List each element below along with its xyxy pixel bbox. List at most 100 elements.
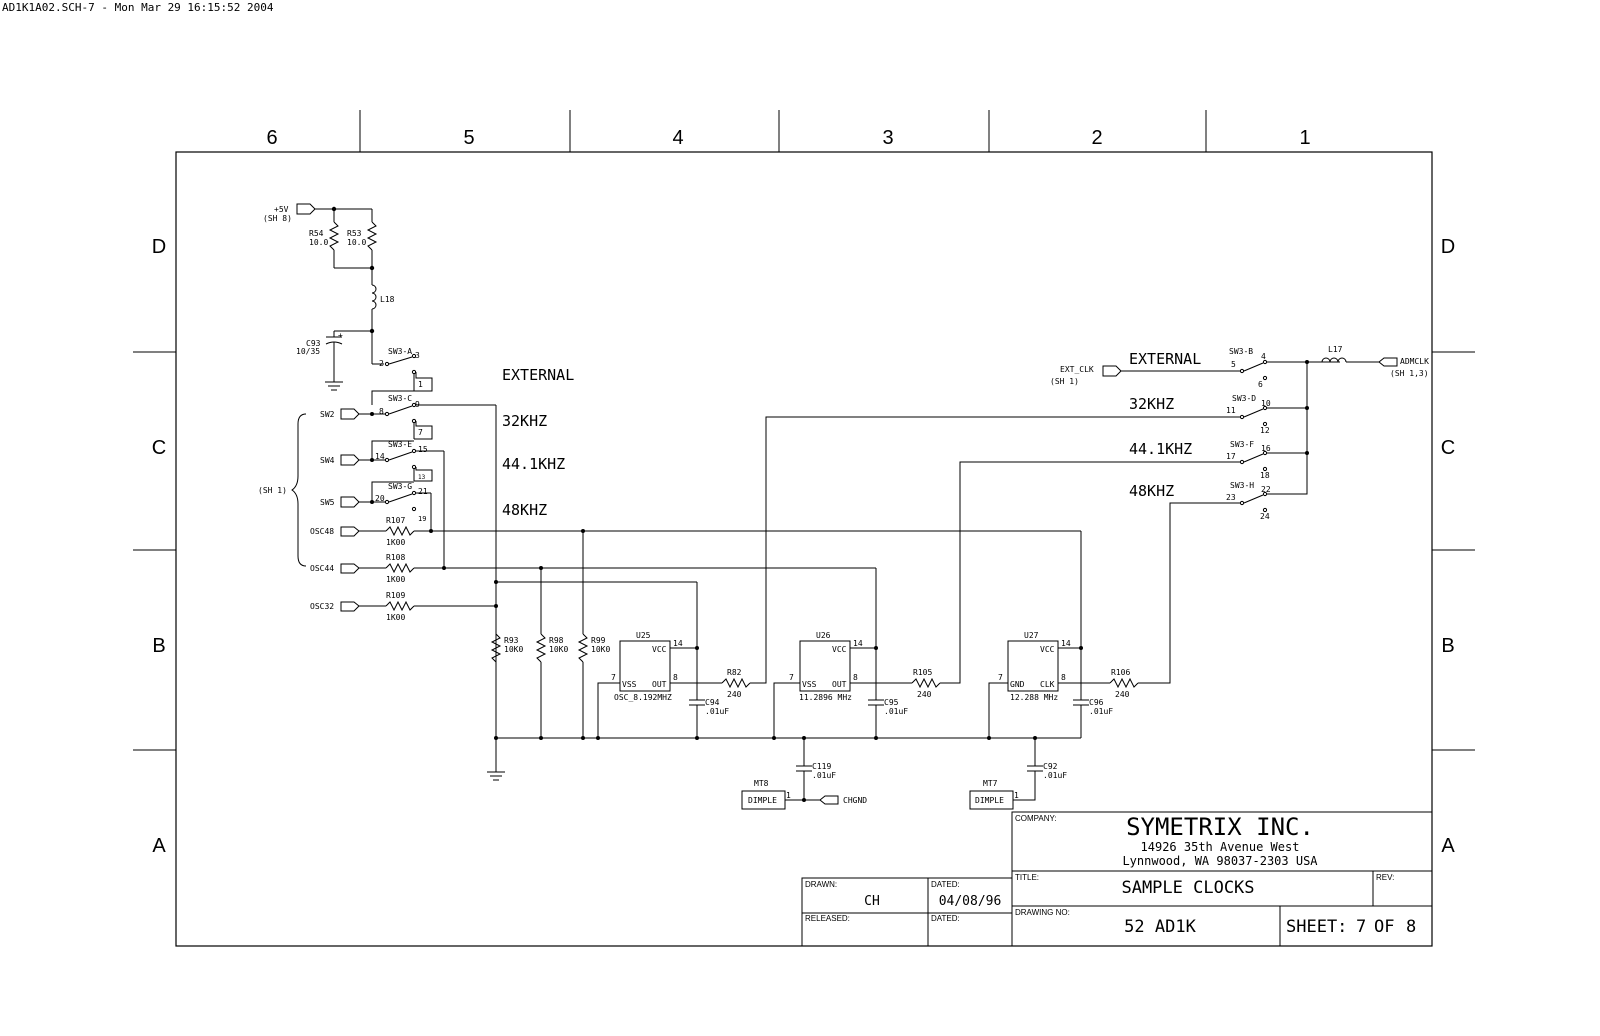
u27-label: U27 xyxy=(1024,631,1039,640)
drawing-number: 52 AD1K xyxy=(1124,917,1196,937)
r108-label: R108 xyxy=(386,553,405,562)
company-address-2: Lynnwood, WA 98037-2303 USA xyxy=(1122,854,1318,868)
label-44khz: 44.1KHZ xyxy=(502,455,565,473)
pin-vcc: VCC xyxy=(652,645,667,654)
dated-label: DATED: xyxy=(931,914,960,923)
r109-value: 1K00 xyxy=(386,613,405,622)
port-sw4-label: SW4 xyxy=(320,456,335,465)
drawing-title: SAMPLE CLOCKS xyxy=(1121,878,1254,898)
drawn-label: DRAWN: xyxy=(805,880,837,889)
title-label: TITLE: xyxy=(1015,873,1039,882)
port-ext-clk-label: EXT_CLK xyxy=(1060,365,1094,374)
released-label: RELEASED: xyxy=(805,914,850,923)
port-5v xyxy=(296,203,316,215)
r109-label: R109 xyxy=(386,591,405,600)
power-input-section: +5V (SH 8) R54 10.0 R53 10.0 L18 C93 10/… xyxy=(263,203,395,391)
pin-label: 1 xyxy=(786,791,791,800)
pin-label: 14 xyxy=(853,639,863,648)
label-44khz-right: 44.1KHZ xyxy=(1129,440,1192,458)
right-switch-bank: EXT_CLK (SH 1) ADMCLK (SH 1,3) L17 SW3-B… xyxy=(1050,345,1429,521)
r108-value: 1K00 xyxy=(386,575,405,584)
pin-label: 1 xyxy=(418,380,423,389)
pin-label: 8 xyxy=(853,673,858,682)
u25-part: OSC_8.192MHZ xyxy=(614,693,672,702)
r107-value: 1K00 xyxy=(386,538,405,547)
rev-label: REV: xyxy=(1376,873,1394,882)
u25-label: U25 xyxy=(636,631,651,640)
pin-label: 5 xyxy=(1231,360,1236,369)
pin-vss: VSS xyxy=(622,680,637,689)
pin-vss: VSS xyxy=(802,680,817,689)
col-label: 4 xyxy=(672,127,683,149)
pin-label: 24 xyxy=(1260,512,1270,521)
pin-label: 2 xyxy=(379,359,384,368)
pin-vcc: VCC xyxy=(1040,645,1055,654)
port-admclk xyxy=(1378,357,1398,367)
r93-label: R93 xyxy=(504,636,519,645)
pin-label: 23 xyxy=(1226,493,1236,502)
pin-label: 7 xyxy=(611,673,616,682)
drawing-no-label: DRAWING NO: xyxy=(1015,908,1070,917)
resistor-r105 xyxy=(911,677,941,689)
row-label: B xyxy=(1441,635,1454,657)
chassis-ground: MT8 DIMPLE 1 C119 .01uF CHGND MT7 DIMPLE… xyxy=(741,738,1067,810)
u26-part: 11.2896 MHz xyxy=(799,693,852,702)
label-external: EXTERNAL xyxy=(502,366,574,384)
inductor-l18 xyxy=(371,284,377,310)
label-48khz-right: 48KHZ xyxy=(1129,482,1174,500)
pin-label: 8 xyxy=(379,407,384,416)
resistor-r108 xyxy=(385,562,415,574)
r54-label: R54 xyxy=(309,229,324,238)
r53-label: R53 xyxy=(347,229,362,238)
resistor-r106 xyxy=(1109,677,1139,689)
pin-label: 9 xyxy=(415,400,420,409)
sw3d-label: SW3-D xyxy=(1232,394,1256,403)
c95-value: .01uF xyxy=(884,707,908,716)
pin-label: 1 xyxy=(1014,791,1019,800)
oscillator-u26: U26 VCC VSS OUT 14 7 8 11.2896 MHz C95 .… xyxy=(773,461,1240,738)
title-block: DRAWN: DATED: RELEASED: DATED: COMPANY: … xyxy=(801,811,1433,947)
pin-label: 14 xyxy=(1061,639,1071,648)
port-ext-clk xyxy=(1102,365,1122,377)
sh1-group-label: (SH 1) xyxy=(258,486,287,495)
port-osc44-label: OSC44 xyxy=(310,564,334,573)
resistor-r107 xyxy=(385,525,415,537)
pin-label: 12 xyxy=(1260,426,1270,435)
c92-label: C92 xyxy=(1043,762,1058,771)
port-admclk-label: ADMCLK xyxy=(1400,357,1429,366)
resistor-r98 xyxy=(535,633,547,663)
resistor-r54 xyxy=(328,221,340,251)
pin-label: 10 xyxy=(1261,399,1271,408)
company-address-1: 14926 35th Avenue West xyxy=(1141,840,1300,854)
pin-label: 11 xyxy=(1226,406,1236,415)
row-label: C xyxy=(152,437,166,459)
sw3a-label: SW3-A xyxy=(388,347,412,356)
port-chgnd xyxy=(819,795,839,805)
pin-label: 14 xyxy=(375,452,385,461)
row-label: D xyxy=(1441,236,1455,258)
pin-label: 22 xyxy=(1261,485,1271,494)
resistor-r53 xyxy=(366,221,378,251)
file-stamp: AD1K1A02.SCH-7 - Mon Mar 29 16:15:52 200… xyxy=(2,1,274,14)
port-5v-ref: (SH 8) xyxy=(263,214,292,223)
col-label: 5 xyxy=(463,127,474,149)
port-5v-label: +5V xyxy=(274,205,289,214)
label-48khz: 48KHZ xyxy=(502,501,547,519)
port-admclk-ref: (SH 1,3) xyxy=(1390,369,1429,378)
col-label: 3 xyxy=(882,127,893,149)
col-label: 6 xyxy=(266,127,277,149)
pin-label: 8 xyxy=(1061,673,1066,682)
r107-label: R107 xyxy=(386,516,405,525)
company-name: SYMETRIX INC. xyxy=(1126,813,1314,841)
col-label: 2 xyxy=(1091,127,1102,149)
dated-label: DATED: xyxy=(931,880,960,889)
r106-value: 240 xyxy=(1115,690,1130,699)
c94-value: .01uF xyxy=(705,707,729,716)
port-osc32-label: OSC32 xyxy=(310,602,334,611)
pin-label: 14 xyxy=(673,639,683,648)
sheet-label: SHEET: xyxy=(1286,917,1347,937)
pin-label: 19 xyxy=(418,515,426,523)
pin-label: 7 xyxy=(789,673,794,682)
dated-value: 04/08/96 xyxy=(939,894,1002,909)
pin-label: 6 xyxy=(1258,380,1263,389)
